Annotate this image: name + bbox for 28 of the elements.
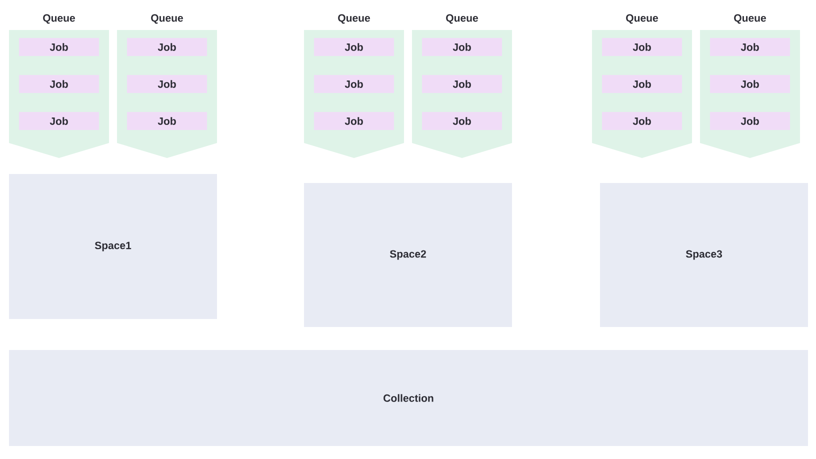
job-box: Job <box>127 75 207 93</box>
job-box: Job <box>422 38 502 56</box>
collection-box: Collection <box>9 350 808 446</box>
job-box: Job <box>602 112 682 130</box>
job-box: Job <box>314 75 394 93</box>
job-box: Job <box>19 75 99 93</box>
space-box: Space2 <box>304 183 512 327</box>
job-box: Job <box>314 112 394 130</box>
queue-heading: Queue <box>626 14 658 24</box>
job-box: Job <box>710 75 790 93</box>
job-box: Job <box>127 38 207 56</box>
job-box: Job <box>422 112 502 130</box>
job-box: Job <box>710 112 790 130</box>
queue-heading: Queue <box>734 14 766 24</box>
queue-heading: Queue <box>338 14 370 24</box>
job-box: Job <box>602 38 682 56</box>
queue-heading: Queue <box>43 14 75 24</box>
job-box: Job <box>710 38 790 56</box>
job-box: Job <box>314 38 394 56</box>
job-box: Job <box>422 75 502 93</box>
job-box: Job <box>127 112 207 130</box>
job-box: Job <box>19 38 99 56</box>
queue-heading: Queue <box>446 14 478 24</box>
space-box: Space3 <box>600 183 808 327</box>
space-box: Space1 <box>9 174 217 319</box>
queue-heading: Queue <box>151 14 183 24</box>
job-box: Job <box>602 75 682 93</box>
job-box: Job <box>19 112 99 130</box>
